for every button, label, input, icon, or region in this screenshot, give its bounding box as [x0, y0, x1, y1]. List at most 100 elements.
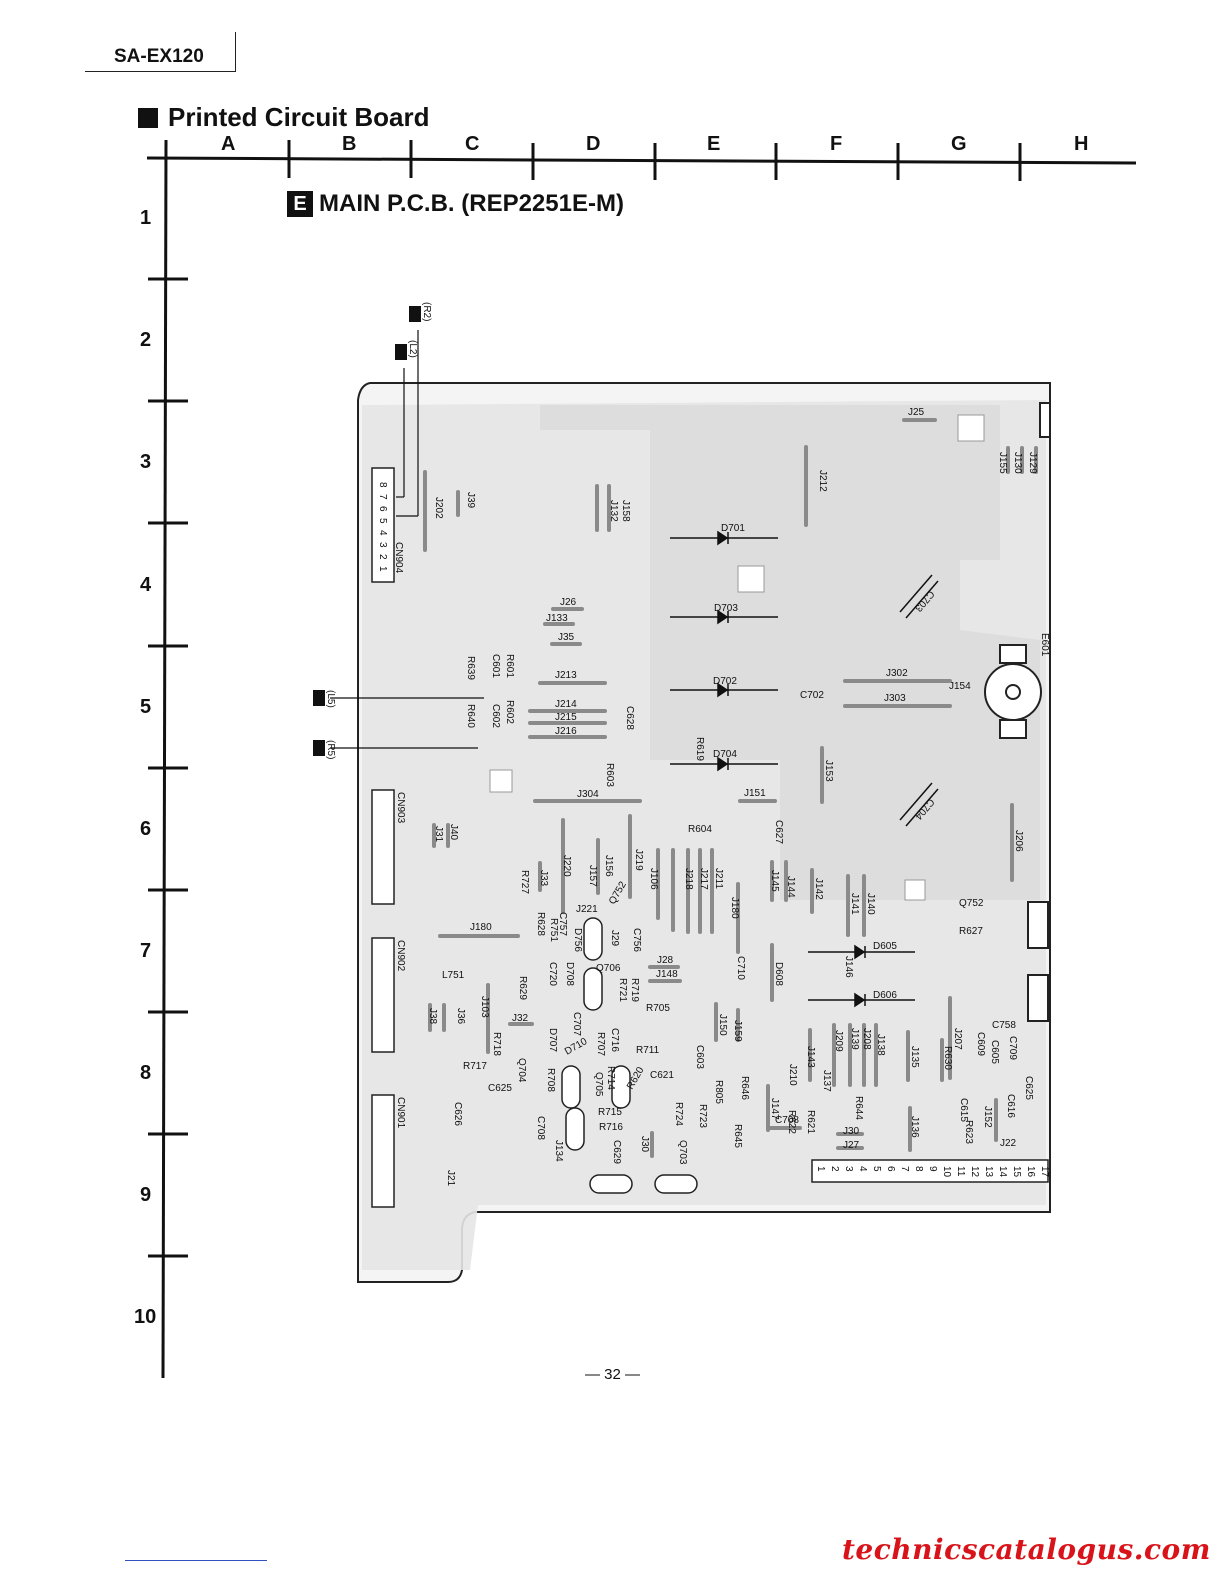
label-r646: J210	[787, 1064, 798, 1086]
component-labels: J25 D701 J26 J133 D703 J35 J213 J302 J15…	[442, 407, 1050, 1151]
grid-row-1: 1	[140, 207, 152, 229]
label-j135: R630	[942, 1046, 953, 1070]
label-j158: J158	[620, 500, 631, 522]
pin-8: 8	[377, 482, 388, 488]
solder-pad	[737, 565, 765, 593]
connector-cn902	[371, 937, 395, 1053]
label-c616: C616	[1005, 1094, 1016, 1118]
pin-5: 5	[377, 518, 388, 524]
label-j140: J140	[865, 893, 876, 915]
label-j142: J142	[813, 878, 824, 900]
label-j207: J207	[952, 1028, 963, 1050]
large-component-boxes	[1027, 402, 1051, 1022]
label-j213: J213	[555, 670, 577, 681]
label-d704: D704	[713, 749, 737, 760]
label-r805: C625	[1023, 1076, 1034, 1100]
label-d605: D605	[873, 941, 897, 952]
label-r645: R645	[732, 1124, 743, 1148]
pcb-title: E MAIN P.C.B. (REP2251E-M)	[287, 190, 624, 218]
label-r630: R717	[463, 1061, 487, 1072]
label-j214: J214	[555, 699, 577, 710]
label-j129: J129	[1027, 452, 1038, 474]
label-d703: D703	[714, 603, 738, 614]
label-j147: J147	[769, 1098, 780, 1120]
label-j146: D608	[773, 962, 784, 986]
header-pin-numbers: 1 2 3 4 5 6 7 8 9 10 11 12 13 14 15 16 1…	[815, 1166, 1050, 1178]
label-j206: J206	[1013, 830, 1024, 852]
label-cn904: CN904	[393, 542, 404, 574]
header-pin-11: 11	[955, 1166, 966, 1177]
pin-4: 4	[377, 530, 388, 536]
grid-col-a: A	[221, 133, 236, 155]
label-j156: J156	[603, 855, 614, 877]
model-divider	[235, 32, 236, 72]
label-r639: R639	[465, 656, 476, 680]
pin-2: 2	[377, 554, 388, 560]
label-r714: Q705	[593, 1072, 604, 1097]
square-bullet-icon	[138, 107, 158, 128]
label-r723: R723	[697, 1104, 708, 1128]
label-j212: J212	[817, 470, 828, 492]
label-q706: Q706	[596, 963, 621, 974]
model-underline	[85, 71, 235, 72]
connector-pin-numbers: 8 7 6 5 4 3 2 1	[377, 482, 388, 572]
label-c621: R646	[739, 1076, 750, 1100]
label-j30: J30	[639, 1136, 650, 1153]
label-j211: J211	[713, 868, 724, 889]
label-j136: J136	[909, 1116, 920, 1138]
label-j219: J219	[633, 849, 644, 871]
label-r621: R621	[805, 1110, 816, 1134]
footer-link-line	[125, 1560, 267, 1561]
label-j21: J27	[843, 1140, 860, 1151]
connector-cn903	[371, 789, 395, 905]
label-c609: C605	[989, 1040, 1000, 1064]
label-j202: J202	[433, 497, 444, 519]
grid-row-5: 5	[140, 696, 152, 718]
transistors	[561, 917, 698, 1194]
grid-row-6: 6	[140, 818, 152, 840]
label-j40: J40	[448, 824, 459, 841]
label-j132: J132	[608, 500, 619, 522]
label-c756: C757	[557, 912, 568, 936]
grid-col-h: H	[1074, 133, 1089, 155]
label-d707: C707	[571, 1012, 582, 1036]
header-pin-5: 5	[871, 1166, 882, 1172]
label-r622: R622	[786, 1110, 797, 1134]
label-j155: J155	[997, 452, 1008, 474]
header-pin-16: 16	[1025, 1166, 1036, 1178]
header-pin-9: 9	[927, 1166, 938, 1172]
label-c626: C626	[452, 1102, 463, 1126]
connector-cn901	[371, 1094, 395, 1208]
label-r619: R619	[694, 737, 705, 761]
label-c601: C601	[490, 654, 501, 678]
label-j209: J209	[833, 1030, 844, 1052]
label-cn902: CN902	[395, 940, 406, 972]
label-r721: R721	[617, 978, 628, 1002]
label-j145: J145	[769, 870, 780, 892]
label-r643: J146	[843, 956, 854, 978]
pcb-title-text: MAIN P.C.B. (REP2251E-M)	[319, 190, 624, 217]
label-j215: J215	[555, 712, 577, 723]
label-j22: J30	[843, 1126, 860, 1137]
label-c707: R707	[595, 1032, 606, 1056]
label-d606: D606	[873, 990, 897, 1001]
section-title: Printed Circuit Board	[138, 102, 429, 133]
grid-row-3: 3	[140, 451, 152, 473]
testpoint-markers	[313, 306, 421, 756]
label-cn903: CN903	[395, 792, 406, 824]
label-c603: C609	[975, 1032, 986, 1056]
tp-label-l2: (L2)	[407, 340, 418, 358]
label-j130: J130	[1012, 452, 1023, 474]
tp-label-l5: (L5)	[325, 690, 336, 708]
label-j35: J35	[558, 632, 575, 643]
label-r727: R727	[519, 870, 530, 894]
label-r628: Q752	[959, 898, 984, 909]
label-e601: E601	[1039, 633, 1050, 657]
header-pin-13: 13	[983, 1166, 994, 1178]
label-d710: C621	[650, 1070, 674, 1081]
label-c759: C756	[631, 928, 642, 952]
label-r604: R604	[688, 824, 712, 835]
tp-label-r5: (R5)	[325, 740, 336, 759]
label-j141: J141	[849, 893, 860, 915]
grid-row-9: 9	[140, 1184, 152, 1206]
